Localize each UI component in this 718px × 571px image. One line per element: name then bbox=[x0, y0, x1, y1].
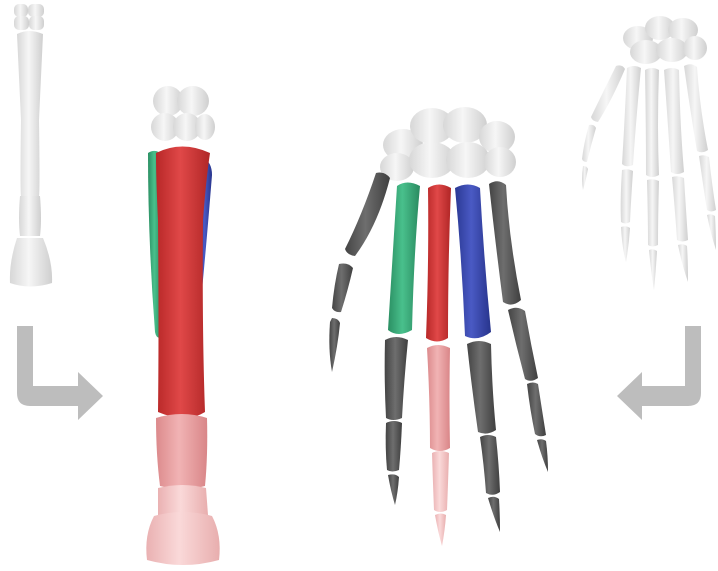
hand-metacarpal-blue bbox=[455, 185, 491, 339]
horse-leg-small-hoof bbox=[10, 238, 52, 287]
human-hand-small bbox=[582, 16, 716, 290]
small-hand-ring-finger bbox=[664, 68, 688, 282]
hand-little-finger bbox=[508, 308, 548, 472]
horse-leg-first-phalanx bbox=[156, 414, 207, 489]
hand-metacarpal-red bbox=[426, 185, 451, 342]
horse-leg-colored bbox=[146, 86, 219, 565]
horse-leg-hoof-bone bbox=[146, 512, 219, 565]
left-arrow bbox=[17, 326, 103, 420]
horse-leg-carpals bbox=[151, 86, 215, 141]
small-hand-little-finger bbox=[684, 64, 716, 250]
hand-thumb bbox=[329, 173, 390, 372]
small-hand-index-finger bbox=[621, 66, 641, 262]
hand-middle-finger bbox=[427, 345, 450, 546]
horse-leg-small-cannon-bone bbox=[17, 31, 43, 196]
human-hand-colored bbox=[329, 107, 548, 546]
hand-metacarpal-gray bbox=[489, 181, 521, 304]
small-hand-thumb bbox=[582, 65, 625, 190]
hand-index-finger bbox=[385, 337, 408, 505]
horse-leg-small bbox=[10, 4, 52, 287]
horse-leg-small-carpals bbox=[14, 4, 44, 30]
horse-leg-cannon-bone-red bbox=[156, 147, 210, 419]
horse-leg-small-pastern bbox=[19, 196, 41, 236]
small-hand-middle-finger bbox=[645, 68, 659, 290]
right-arrow bbox=[617, 326, 701, 420]
hand-carpals bbox=[380, 107, 516, 181]
hand-ring-finger bbox=[467, 341, 500, 532]
small-hand-carpals bbox=[623, 16, 707, 64]
hand-metacarpal-green bbox=[388, 183, 420, 335]
